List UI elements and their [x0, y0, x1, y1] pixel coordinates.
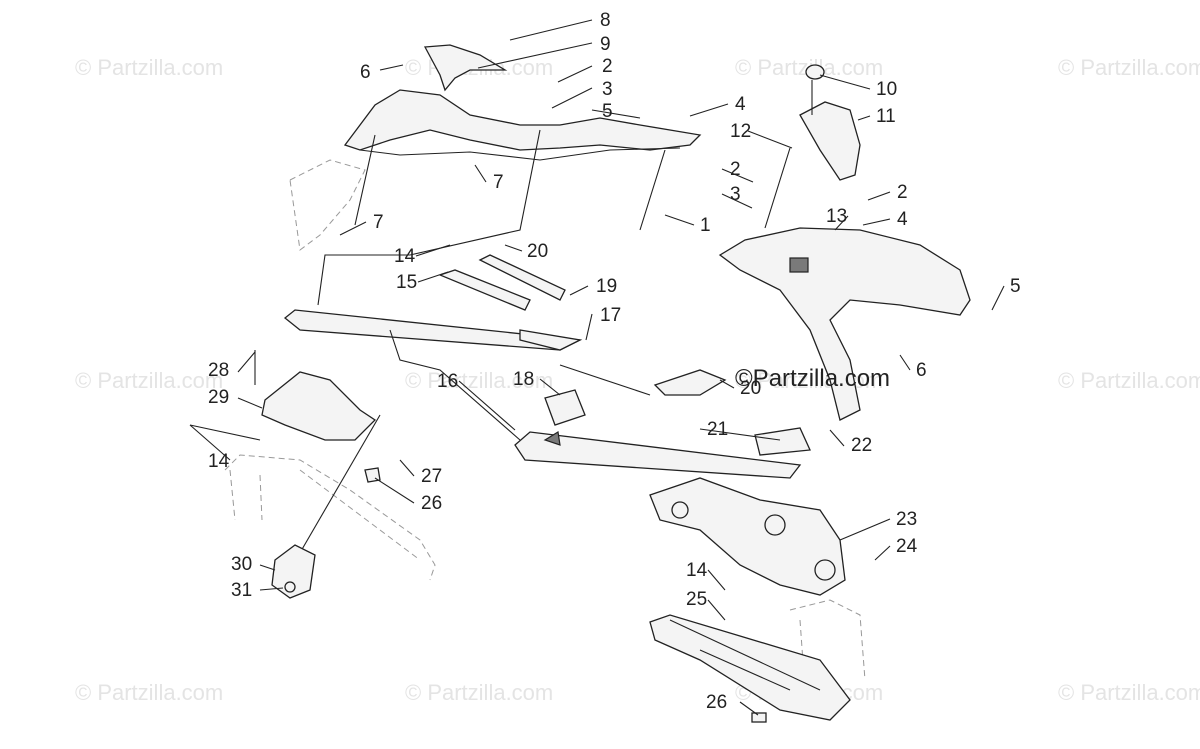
upper-crossbar	[283, 254, 583, 351]
callout-label[interactable]: 14	[394, 246, 416, 267]
callout-label[interactable]: 27	[421, 466, 442, 487]
callout-label[interactable]: 14	[686, 560, 708, 581]
left-lower-bracket	[189, 350, 381, 571]
watermark: © Partzilla.com	[735, 368, 883, 393]
callout-label[interactable]: 21	[707, 419, 728, 440]
callout-label[interactable]: 10	[876, 79, 897, 100]
callout-labels: 8 9 6 2 3 5 4 10 11 12 7 7 2 3 2 13 4 1 …	[208, 10, 1021, 713]
callout-label[interactable]: 3	[602, 79, 613, 100]
callout-label[interactable]: 30	[231, 554, 252, 575]
callout-label[interactable]: 9	[600, 34, 611, 55]
bottom-tray	[649, 614, 851, 723]
callout-label[interactable]: 25	[686, 589, 707, 610]
upper-dash-panel	[343, 89, 702, 161]
callout-label[interactable]: 28	[208, 360, 229, 381]
callout-label[interactable]: 16	[437, 371, 458, 392]
callout-leaders	[189, 19, 1005, 716]
callout-label[interactable]: 20	[527, 241, 548, 262]
lower-right-support	[649, 477, 846, 596]
callout-label[interactable]: 18	[513, 369, 534, 390]
callout-label[interactable]: 26	[421, 493, 442, 514]
callout-label[interactable]: 1	[700, 215, 711, 236]
lower-crossbar	[389, 329, 811, 479]
right-console-panel	[718, 227, 971, 421]
callout-label[interactable]: 5	[602, 101, 613, 122]
watermark-layer: © Partzilla.com © Partzilla.com © Partzi…	[75, 55, 1200, 705]
watermark: © Partzilla.com	[75, 680, 223, 705]
callout-label[interactable]: 13	[826, 206, 847, 227]
callout-label[interactable]: 6	[360, 62, 371, 83]
callout-label[interactable]: 23	[896, 509, 917, 530]
callout-label[interactable]: 4	[897, 209, 908, 230]
callout-label[interactable]: 14	[208, 451, 230, 472]
small-plate	[271, 544, 316, 599]
right-cover	[764, 64, 861, 229]
watermark: © Partzilla.com	[1058, 55, 1200, 80]
callout-label[interactable]: 29	[208, 387, 229, 408]
upper-panel-guide-lines	[317, 129, 666, 306]
watermark: © Partzilla.com	[405, 680, 553, 705]
callout-label[interactable]: 2	[602, 56, 613, 77]
watermark: © Partzilla.com	[405, 368, 553, 393]
callout-label[interactable]: 7	[493, 172, 504, 193]
callout-label[interactable]: 20	[740, 378, 761, 399]
callout-label[interactable]: 15	[396, 272, 417, 293]
callout-label[interactable]: 11	[876, 106, 896, 127]
callout-label[interactable]: 3	[730, 184, 741, 205]
callout-label[interactable]: 5	[1010, 276, 1021, 297]
watermark: © Partzilla.com	[75, 368, 223, 393]
watermark: © Partzilla.com	[1058, 680, 1200, 705]
callout-label[interactable]: 22	[851, 435, 872, 456]
center-watermark: ©Partzilla.com	[735, 365, 890, 392]
callout-label[interactable]: 6	[916, 360, 927, 381]
callout-label[interactable]: 24	[896, 536, 918, 557]
callout-label[interactable]: 8	[600, 10, 611, 31]
callout-label[interactable]: 2	[730, 159, 741, 180]
callout-label[interactable]: 7	[373, 212, 384, 233]
callout-label[interactable]: 12	[730, 121, 751, 142]
callout-label[interactable]: 19	[596, 276, 617, 297]
callout-label[interactable]: 17	[600, 305, 621, 326]
watermark: © Partzilla.com	[75, 55, 223, 80]
callout-label[interactable]: 31	[231, 580, 252, 601]
watermark: © Partzilla.com	[1058, 368, 1200, 393]
callout-label[interactable]: 26	[706, 692, 727, 713]
callout-label[interactable]: 4	[735, 94, 746, 115]
callout-label[interactable]: 2	[897, 182, 908, 203]
top-bracket	[423, 44, 508, 92]
